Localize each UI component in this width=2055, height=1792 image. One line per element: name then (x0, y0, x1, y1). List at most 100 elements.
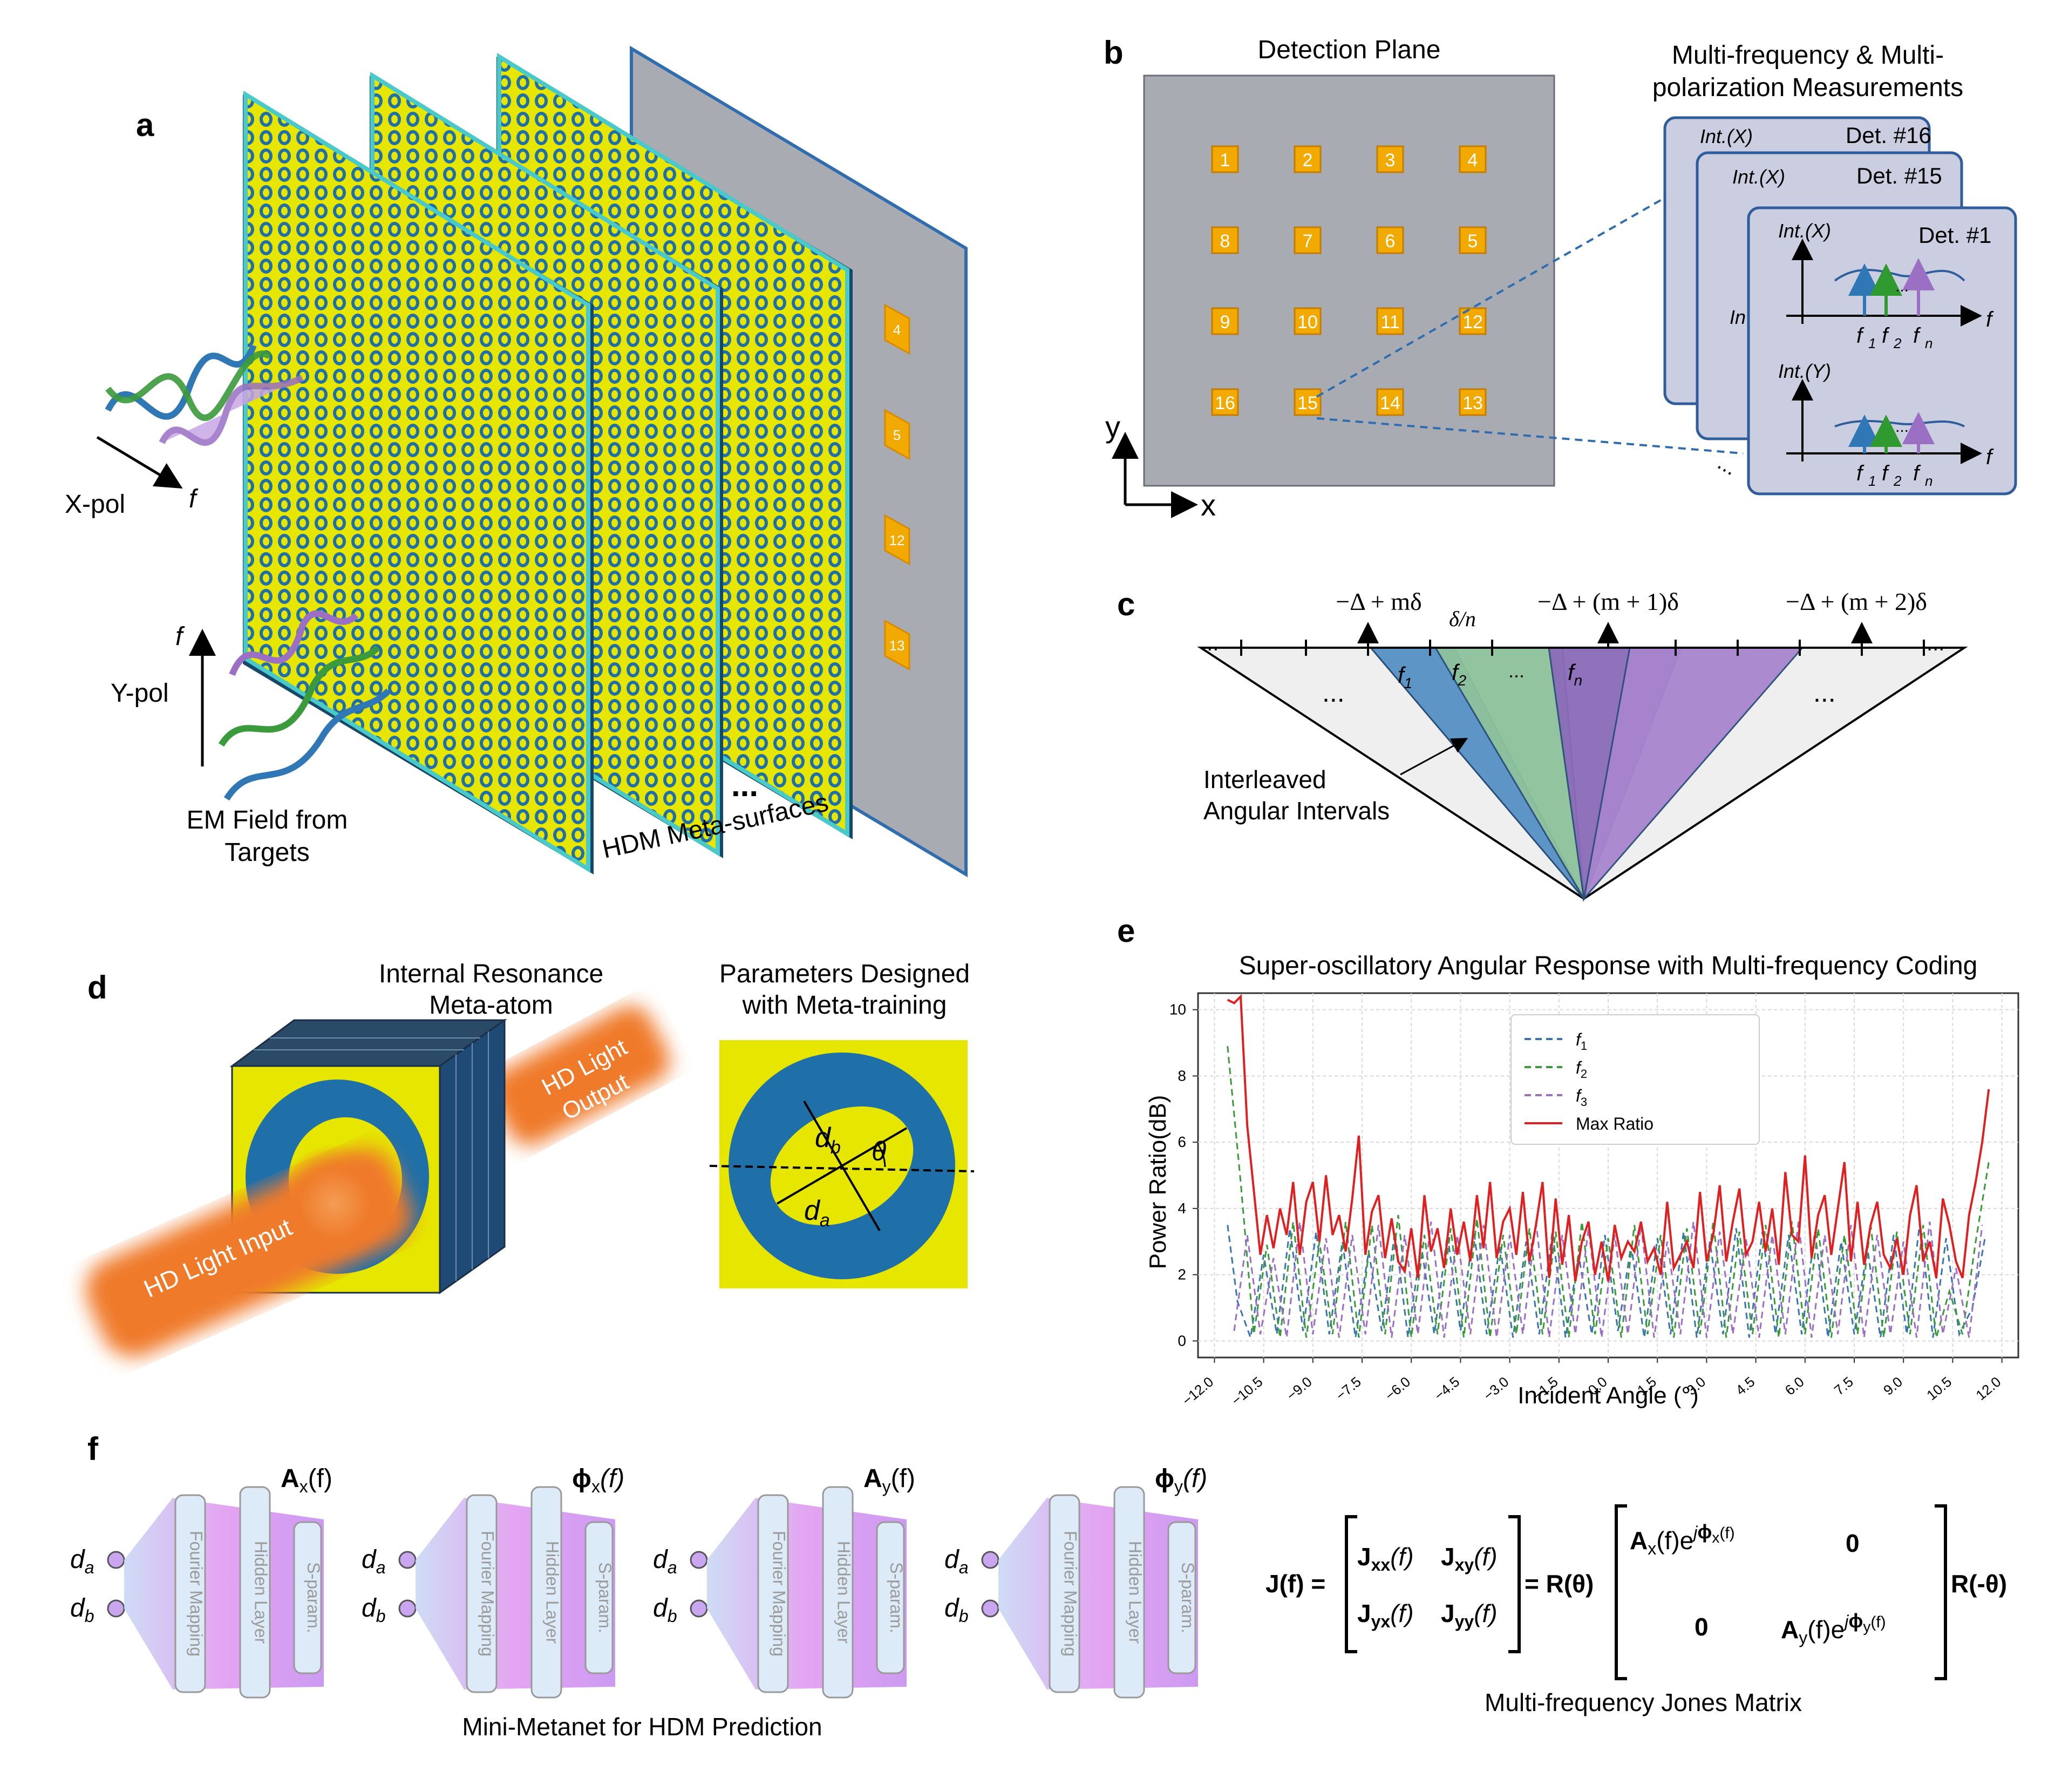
detector-number: 15 (1297, 393, 1318, 413)
label-da: da (804, 1195, 830, 1231)
interleaved-label-line1: Interleaved (1203, 765, 1326, 793)
svg-text:Fourier Mapping: Fourier Mapping (187, 1531, 206, 1657)
svg-text:Hidden Layer: Hidden Layer (543, 1541, 562, 1644)
svg-text:...: ... (1895, 418, 1909, 436)
network-body (416, 1498, 615, 1689)
input-db: db (944, 1594, 969, 1626)
series-line-f1 (1227, 1221, 1986, 1338)
detector-number: 10 (1297, 312, 1318, 332)
matrix-ax-term: Ax(f)ejϕx(f) (1630, 1521, 1735, 1558)
detector-cell: 16 (1211, 388, 1239, 416)
detector-cell: 12 (1459, 307, 1487, 335)
detector-cell: 15 (1294, 388, 1322, 416)
detector-cell: 7 (1294, 226, 1322, 254)
metasurface-layer-1 (243, 90, 594, 874)
label-theta: θ (872, 1136, 886, 1166)
detector-number: 12 (1462, 312, 1483, 332)
detector-number: 3 (1385, 150, 1396, 171)
metanet-caption: Mini-Metanet for HDM Prediction (462, 1713, 822, 1741)
bracket-right-1 (1508, 1515, 1521, 1653)
network-output-label: Ax(f) (281, 1464, 332, 1496)
input-db: db (70, 1594, 94, 1626)
input-da: da (362, 1545, 386, 1577)
panel-e: e Super-oscillatory Angular Response wit… (1117, 913, 2019, 1409)
label-m2: −Δ + (m + 2)δ (1786, 588, 1927, 615)
panel-label-b: b (1104, 35, 1124, 71)
x-axis-label: x (1201, 488, 1216, 522)
svg-text:Jyy(f): Jyy(f) (1441, 1599, 1498, 1631)
svg-text:Fourier Mapping: Fourier Mapping (770, 1531, 789, 1657)
svg-text:Fourier Mapping: Fourier Mapping (478, 1531, 498, 1657)
x-tick-label: −4.5 (1431, 1374, 1463, 1404)
svg-text:Jxx(f): Jxx(f) (1357, 1543, 1414, 1574)
input-node (690, 1599, 708, 1618)
input-node (107, 1599, 125, 1618)
detection-plane-title: Detection Plane (1258, 36, 1441, 64)
source-label-line2: Targets (224, 838, 309, 867)
panel-label-e: e (1117, 913, 1135, 949)
atom-title-line1: Internal Resonance (379, 960, 603, 988)
legend-entry: Max Ratio (1576, 1114, 1653, 1133)
svg-text:n: n (1925, 473, 1932, 489)
svg-text:Jxy(f): Jxy(f) (1441, 1543, 1498, 1574)
detector-number: 16 (1215, 393, 1235, 413)
label-m1: −Δ + (m + 1)δ (1537, 588, 1679, 615)
label-delta-n: δ/n (1449, 607, 1476, 631)
network-layer: Hidden Layer (822, 1486, 854, 1699)
svg-text:In: In (1730, 306, 1746, 328)
svg-text:1: 1 (1868, 473, 1876, 489)
jones-matrix-equation: J(f) = Jxx(f) Jxy(f) Jyx(f) Jyy(f) = R(θ… (1265, 1504, 2007, 1680)
panel-label-c: c (1117, 586, 1135, 622)
network-layer: Hidden Layer (1113, 1486, 1145, 1699)
input-node (398, 1551, 417, 1569)
network-layer: Fourier Mapping (1049, 1494, 1080, 1693)
detector-number: 1 (1220, 150, 1230, 171)
svg-text:5: 5 (893, 427, 901, 443)
y-pol-label: Y-pol (111, 679, 169, 708)
left-fan-dots: ... (1322, 677, 1345, 708)
detector-cell: 6 (1376, 226, 1404, 254)
y-tick-label: 2 (1178, 1266, 1186, 1283)
network-body (998, 1498, 1198, 1689)
bracket-left-2 (1615, 1504, 1627, 1680)
measurement-card-det1: Det. #1 Int.(X) ... f 1 f 2 f n f Int.(Y… (1747, 206, 2017, 495)
input-da: da (944, 1545, 969, 1577)
detector-cell: 3 (1376, 145, 1404, 173)
svg-text:Hidden Layer: Hidden Layer (251, 1541, 271, 1644)
panel-label-a: a (136, 107, 154, 143)
panel-d: d Internal Resonance Meta-atom HD Light … (85, 960, 975, 1357)
x-tick-label: 10.5 (1923, 1374, 1955, 1404)
bracket-right-2 (1935, 1504, 1947, 1680)
network-output-label: ϕy(f) (1155, 1464, 1207, 1496)
detector-number: 5 (1468, 231, 1478, 252)
jones-r-minus-theta: R(-θ) (1951, 1570, 2007, 1598)
x-tick-label: −7.5 (1332, 1374, 1364, 1404)
detector-cell: 1 (1211, 145, 1239, 173)
network-layer: Hidden Layer (530, 1486, 562, 1699)
detector-number: 14 (1380, 393, 1400, 413)
input-beam: HD Light Input (85, 1144, 412, 1357)
svg-text:S-param.: S-param. (887, 1562, 906, 1633)
source-label-line1: EM Field from (187, 806, 348, 834)
svg-text:Int.(X): Int.(X) (1778, 220, 1831, 242)
svg-text:S-param.: S-param. (1178, 1562, 1197, 1633)
detector-number: 11 (1380, 312, 1399, 332)
parameter-unit-cell: db da θ (709, 1040, 975, 1288)
series-line-max (1227, 994, 1990, 1282)
mini-metanet-group: da db Fourier Mapping Hidden Layer S-param. A… (70, 1464, 1207, 1699)
detector-cell: 2 (1294, 145, 1322, 173)
x-tick-label: −3.0 (1480, 1374, 1512, 1404)
svg-text:4: 4 (893, 322, 901, 338)
x-tick-label: 9.0 (1880, 1374, 1906, 1399)
input-node (107, 1551, 125, 1569)
x-tick-label: 7.5 (1831, 1374, 1856, 1399)
detector-cell: 5 (1459, 226, 1487, 254)
